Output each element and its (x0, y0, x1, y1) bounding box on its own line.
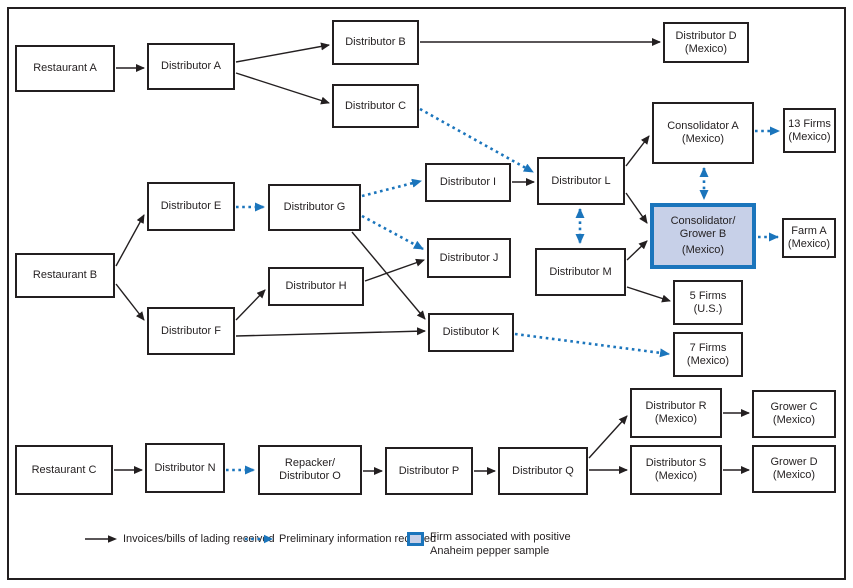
node-distributor-s: Distributor S(Mexico) (630, 445, 722, 495)
node-label: Distributor H (285, 280, 347, 292)
node-13-firms: 13 Firms(Mexico) (783, 108, 836, 153)
node-label: Distributor D (675, 29, 737, 42)
dotted-arrow-icon (245, 534, 273, 544)
node-restaurant-b: Restaurant B (15, 253, 115, 298)
node-distributor-j: Distributor J (427, 238, 511, 278)
node-label: Grower B (679, 228, 727, 240)
node-sublabel: (U.S.) (693, 302, 723, 315)
node-label: Distributor P (398, 464, 460, 477)
legend-label-line1: Firm associated with positive (430, 531, 571, 543)
node-label: Distributor G (283, 201, 346, 213)
node-label: Distributor M (549, 265, 612, 278)
node-restaurant-a: Restaurant A (15, 45, 115, 92)
node-label: Distributor C (344, 99, 407, 112)
node-distributor-m: Distributor M (535, 248, 626, 296)
legend-label-line2: Anaheim pepper sample (430, 545, 550, 557)
node-label: Distributor L (551, 174, 611, 187)
node-distributor-n: Distributor N (145, 443, 225, 493)
node-sublabel: (Mexico) (681, 244, 725, 256)
node-distributor-b: Distributor B (332, 20, 419, 65)
node-sublabel: (Mexico) (684, 42, 728, 55)
node-consolidator-a: Consolidator A(Mexico) (652, 102, 754, 164)
node-distibutor-k: Distibutor K (428, 313, 514, 352)
node-distributor-r: Distributor R(Mexico) (630, 388, 722, 438)
node-label: Distributor R (645, 400, 707, 412)
node-label: Grower D (770, 456, 818, 468)
legend-item-highlight: Firm associated with positive Anaheim pe… (407, 530, 571, 558)
node-farm-a: Farm A(Mexico) (782, 218, 836, 258)
node-distributor-e: Distributor E (147, 182, 235, 231)
node-distributor-a: Distributor A (147, 43, 235, 90)
legend-item-dotted: Preliminary information received (245, 532, 436, 546)
legend-label: Invoices/bills of lading received (123, 533, 275, 545)
node-restaurant-c: Restaurant C (15, 445, 113, 495)
node-label: Restaurant B (32, 269, 98, 281)
node-label: Distributor I (439, 176, 497, 188)
node-label: 13 Firms (788, 117, 831, 130)
node-distributor-p: Distributor P (385, 447, 473, 495)
node-7-firms: 7 Firms(Mexico) (673, 332, 743, 377)
node-sublabel: (Mexico) (787, 238, 831, 250)
node-consolidator-grower-b: Consolidator/Grower B (Mexico) (650, 203, 756, 269)
node-sublabel: (Mexico) (681, 133, 725, 145)
node-distributor-i: Distributor I (425, 163, 511, 202)
node-label: Distributor Q (512, 464, 574, 477)
node-repacker-distributor-o: Repacker/Distributor O (258, 445, 362, 495)
node-distributor-c: Distributor C (332, 84, 419, 128)
highlight-swatch-icon (407, 532, 424, 546)
node-distributor-f: Distributor F (147, 307, 235, 355)
node-distributor-q: Distributor Q (498, 447, 588, 495)
node-label: Distributor N (154, 461, 216, 474)
node-label: Distributor B (345, 36, 406, 48)
node-sublabel: (Mexico) (654, 413, 698, 425)
node-label: Distibutor K (442, 326, 500, 338)
node-grower-c: Grower C(Mexico) (752, 390, 836, 438)
node-sublabel: (Mexico) (772, 469, 816, 481)
legend-label: Firm associated with positive Anaheim pe… (430, 530, 571, 558)
node-distributor-d: Distributor D(Mexico) (663, 22, 749, 63)
node-distributor-g: Distributor G (268, 184, 361, 231)
node-label: Repacker/ (284, 457, 336, 469)
node-label: Distributor A (161, 60, 221, 72)
node-label: Distributor F (161, 324, 221, 337)
node-label: 5 Firms (689, 289, 727, 302)
node-label: Consolidator/ (670, 215, 736, 227)
node-label: 7 Firms (689, 341, 727, 354)
legend-label: Preliminary information received (279, 533, 437, 545)
node-label: Consolidator A (667, 120, 739, 132)
solid-arrow-icon (85, 535, 117, 543)
legend-item-solid: Invoices/bills of lading received (85, 532, 275, 546)
node-label: Grower C (770, 401, 818, 413)
node-sublabel: (Mexico) (788, 130, 831, 143)
node-label: Distributor E (160, 200, 222, 212)
node-sublabel: (Mexico) (772, 414, 816, 426)
node-distributor-h: Distributor H (268, 267, 364, 306)
node-5-firms: 5 Firms(U.S.) (673, 280, 743, 325)
node-grower-d: Grower D(Mexico) (752, 445, 836, 493)
node-label: Farm A (791, 225, 827, 237)
node-label: Restaurant C (31, 463, 97, 476)
node-distributor-l: Distributor L (537, 157, 625, 205)
node-sublabel: (Mexico) (654, 470, 698, 482)
node-sublabel: Distributor O (279, 470, 341, 482)
figure-border (7, 7, 846, 580)
node-sublabel: (Mexico) (686, 354, 730, 367)
node-label: Distributor S (645, 457, 707, 469)
node-label: Distributor J (439, 251, 499, 264)
node-label: Restaurant A (33, 62, 97, 74)
